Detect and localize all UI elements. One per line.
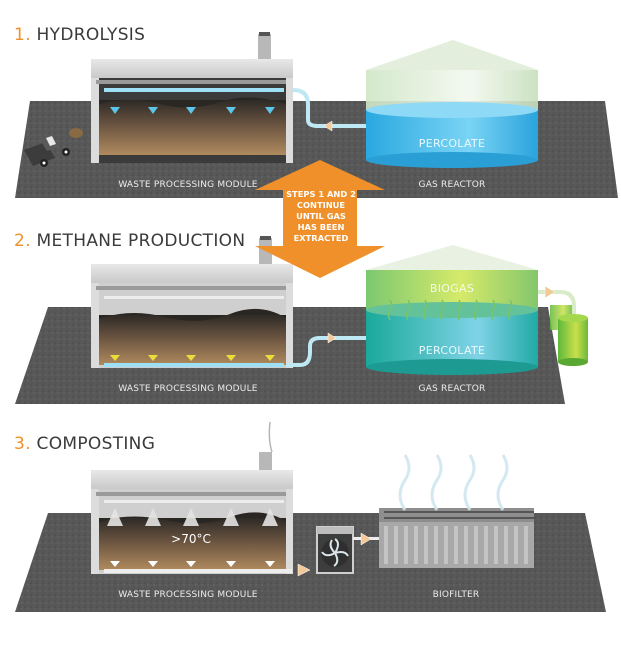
biogas-pipe — [538, 290, 576, 318]
step-number: 2. — [14, 231, 31, 251]
step-number: 1. — [14, 25, 31, 45]
loop-note-line: UNTIL GAS — [296, 211, 346, 221]
reactor-label: GAS REACTOR — [418, 384, 486, 394]
waste-processing-module-step1 — [91, 32, 293, 163]
percolate-label: PERCOLATE — [418, 137, 486, 150]
flow-arrow-icon — [360, 532, 372, 546]
pipe-step2 — [286, 336, 368, 367]
step-title-methane-production: 2. METHANE PRODUCTION — [14, 231, 245, 251]
step-title-hydrolysis: 1. HYDROLYSIS — [14, 25, 145, 45]
biofilter-unit — [379, 508, 534, 568]
loop-note-line: HAS BEEN — [297, 222, 345, 232]
reactor-label: GAS REACTOR — [418, 180, 486, 190]
flow-arrow-icon — [544, 285, 556, 299]
drain-arrows-step2 — [110, 355, 275, 361]
loop-note-line: CONTINUE — [296, 200, 346, 210]
loop-note-line: STEPS 1 AND 2 — [286, 189, 356, 199]
step-name: METHANE PRODUCTION — [36, 231, 246, 251]
loop-double-arrow — [255, 160, 385, 278]
module-label: WASTE PROCESSING MODULE — [118, 590, 258, 600]
vapor-plumes-icon — [398, 454, 509, 511]
gas-reactor-step1 — [366, 40, 538, 168]
fan-icon — [316, 526, 354, 574]
step-name: COMPOSTING — [36, 434, 156, 454]
module-label: WASTE PROCESSING MODULE — [118, 384, 258, 394]
temperature-label: >70°C — [171, 532, 211, 546]
percolate-spray-arrows-step1 — [110, 107, 275, 114]
loop-note: STEPS 1 AND 2 CONTINUE UNTIL GAS HAS BEE… — [285, 189, 357, 244]
flow-arrow-icon — [323, 120, 333, 132]
drain-arrows-step3 — [110, 561, 275, 567]
waste-processing-module-step2 — [91, 236, 293, 368]
biofilter-label: BIOFILTER — [432, 590, 480, 600]
step-title-composting: 3. COMPOSTING — [14, 434, 155, 454]
air-nozzles-step3 — [107, 508, 278, 526]
step-number: 3. — [14, 434, 31, 454]
gas-reactor-step2 — [366, 245, 538, 375]
flow-arrow-icon — [297, 563, 311, 577]
gas-canister-icon — [550, 305, 588, 366]
percolate-label: PERCOLATE — [418, 344, 486, 357]
biogas-label: BIOGAS — [429, 282, 475, 295]
waste-processing-module-step3 — [91, 421, 293, 574]
module-label: WASTE PROCESSING MODULE — [118, 180, 258, 190]
loop-note-line: EXTRACTED — [293, 233, 349, 243]
pipe-step1 — [292, 88, 370, 128]
step-name: HYDROLYSIS — [36, 25, 146, 45]
flow-arrow-icon — [327, 332, 337, 344]
truck-icon — [24, 128, 83, 167]
